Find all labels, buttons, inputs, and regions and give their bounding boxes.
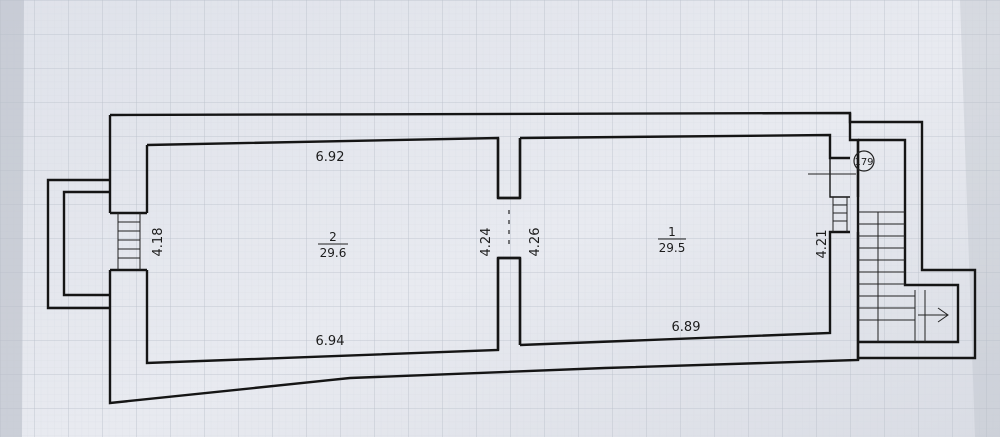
- room-1-label: 1 29.5: [658, 225, 686, 255]
- left-door-steps: [117, 213, 141, 270]
- dim-room1-right: 4.21: [815, 230, 830, 259]
- room-2-number: 2: [329, 230, 337, 244]
- dim-room1-left: 4.26: [528, 228, 543, 257]
- room-1-area: 29.5: [659, 241, 686, 255]
- partition-wall: [496, 138, 522, 350]
- dim-room1-bottom: 6.89: [672, 320, 701, 335]
- shadow-right: [960, 0, 1000, 437]
- stair-enclosure: [848, 113, 977, 360]
- room-2-area: 29.6: [320, 246, 347, 260]
- room-2-label: 2 29.6: [318, 230, 348, 260]
- page-edge: [0, 0, 24, 437]
- room-1-number: 1: [668, 225, 676, 239]
- left-entrance-walls: [110, 211, 147, 272]
- stair-direction-arrow-icon: [918, 307, 949, 323]
- dim-room2-right: 4.24: [479, 228, 494, 257]
- left-porch: [46, 178, 110, 310]
- dim-room2-left: 4.18: [151, 228, 166, 257]
- dim-room2-top: 6.92: [316, 150, 345, 165]
- dim-room2-bottom: 6.94: [316, 334, 345, 349]
- right-door-steps: [832, 197, 848, 232]
- stair-treads: [858, 211, 926, 342]
- marker-circle: [853, 150, 875, 172]
- marker-label: 179: [854, 157, 873, 168]
